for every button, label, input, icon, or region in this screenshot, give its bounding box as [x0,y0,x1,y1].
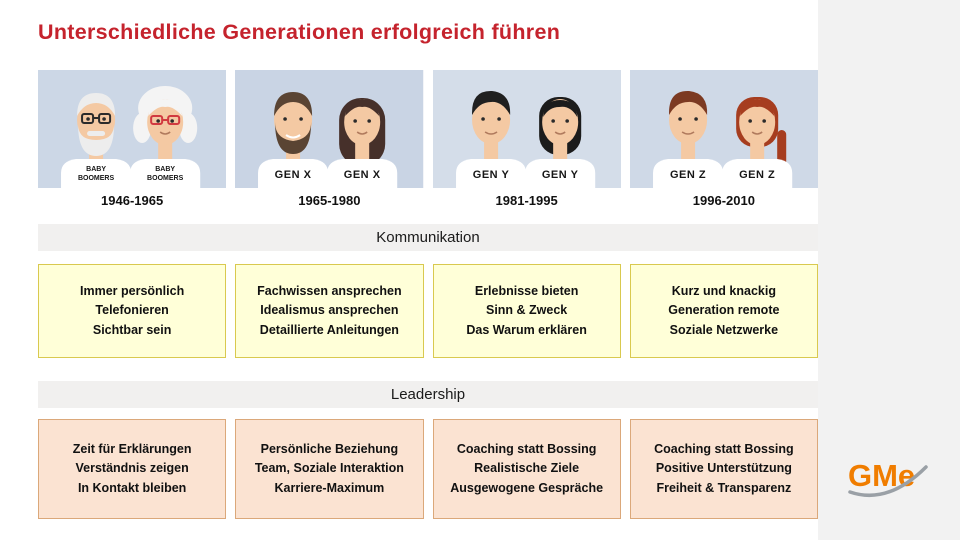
years-row: 1946-1965 1965-1980 1981-1995 1996-2010 [38,192,818,210]
slide-title: Unterschiedliche Generationen erfolgreic… [38,20,561,44]
box-line: Freiheit & Transparenz [656,480,792,495]
boomer-man-avatar: BABY BOOMERS [61,93,132,188]
box-line: Persönliche Beziehung [260,441,399,456]
slide-content: Unterschiedliche Generationen erfolgreic… [38,0,818,519]
box-line: Coaching statt Bossing [456,441,597,456]
box-line: Das Warum erklären [466,322,587,337]
gen-x-woman-avatar: GEN X [327,98,398,188]
gen-y-man-avatar: GEN Y [455,90,526,188]
photo-gen-z: GEN Z GEN Z [629,70,818,188]
gen-y-woman-avatar: GEN Y [524,97,595,188]
leadership-box-gen-y: Coaching statt Bossing Realistische Ziel… [432,419,621,519]
years-gen-x: 1965-1980 [298,193,361,208]
photo-gen-y: GEN Y GEN Y [432,70,621,188]
shirt-label: BOOMERS [147,175,184,182]
gen-z-illustration: GEN Z GEN Z [629,70,818,188]
box-line: Sichtbar sein [92,322,172,337]
box-line: Detaillierte Anleitungen [259,322,399,337]
box-line: Kurz und knackig [671,283,776,298]
gen-z-girl-avatar: GEN Z [721,97,792,188]
box-line: Positive Unterstützung [655,461,792,476]
red-glasses-icon [150,115,181,125]
dark-glasses-icon [81,113,112,124]
box-line: Ausgewogene Gespräche [450,480,604,495]
generation-photos-row: BABY BOOMERS [38,70,818,188]
leadership-box-gen-z: Coaching statt Bossing Positive Unterstü… [629,419,818,519]
shirt-label: GEN Z [670,169,706,181]
years-baby-boomers: 1946-1965 [101,193,164,208]
gen-y-illustration: GEN Y GEN Y [432,70,621,188]
leadership-box-baby-boomers: Zeit für Erklärungen Verständnis zeigen … [38,419,227,519]
box-line: Sinn & Zweck [485,303,568,318]
years-gen-z: 1996-2010 [692,193,755,208]
shirt-label: GEN X [275,169,312,181]
right-side-band [818,0,960,540]
box-line: Immer persönlich [80,283,185,298]
photo-gen-x: GEN X GEN X [235,70,424,188]
box-line: Team, Soziale Interaktion [254,461,404,476]
shirt-label: GEN Y [541,169,578,181]
box-line: In Kontakt bleiben [77,480,187,495]
gme-logo-text: GMe [848,458,915,493]
years-gen-y: 1981-1995 [495,193,558,208]
kommunikation-box-baby-boomers: Immer persönlich Telefonieren Sichtbar s… [38,264,227,358]
shirt-label: BOOMERS [78,175,115,182]
shirt-label: GEN Z [739,169,775,181]
boomer-woman-avatar: BABY BOOMERS [130,86,201,188]
box-line: Realistische Ziele [474,461,580,476]
logo-swoosh [848,465,928,497]
gme-logo-graphic: GMe [848,458,928,497]
gen-x-man-avatar: GEN X [258,92,329,188]
kommunikation-box-gen-z: Kurz und knackig Generation remote Sozia… [629,264,818,358]
box-line: Telefonieren [95,303,169,318]
box-line: Idealismus ansprechen [260,303,399,318]
box-line: Zeit für Erklärungen [72,441,192,456]
kommunikation-section-bar: Kommunikation [38,224,818,251]
photo-baby-boomers: BABY BOOMERS [38,70,227,188]
gen-x-illustration: GEN X GEN X [235,70,424,188]
box-line: Fachwissen ansprechen [257,283,402,298]
leadership-boxes-row: Zeit für Erklärungen Verständnis zeigen … [38,419,818,519]
box-line: Generation remote [668,303,780,318]
baby-boomers-illustration: BABY BOOMERS [38,70,227,188]
gme-logo: GMe [846,452,930,504]
leadership-section-label: Leadership [390,386,466,403]
leadership-box-gen-x: Persönliche Beziehung Team, Soziale Inte… [235,419,424,519]
gen-z-man-avatar: GEN Z [652,90,723,188]
leadership-section-bar: Leadership [38,381,818,408]
box-line: Verständnis zeigen [75,461,189,476]
shirt-label: GEN X [344,169,381,181]
box-line: Soziale Netzwerke [669,322,779,337]
kommunikation-boxes-row: Immer persönlich Telefonieren Sichtbar s… [38,264,818,358]
box-line: Coaching statt Bossing [654,441,794,456]
shirt-label: BABY [155,166,175,173]
kommunikation-box-gen-y: Erlebnisse bieten Sinn & Zweck Das Warum… [432,264,621,358]
box-line: Karriere-Maximum [274,480,385,495]
shirt-label: GEN Y [472,169,509,181]
box-line: Erlebnisse bieten [474,283,579,298]
shirt-label: BABY [86,166,106,173]
kommunikation-box-gen-x: Fachwissen ansprechen Idealismus ansprec… [235,264,424,358]
kommunikation-section-label: Kommunikation [376,229,480,246]
